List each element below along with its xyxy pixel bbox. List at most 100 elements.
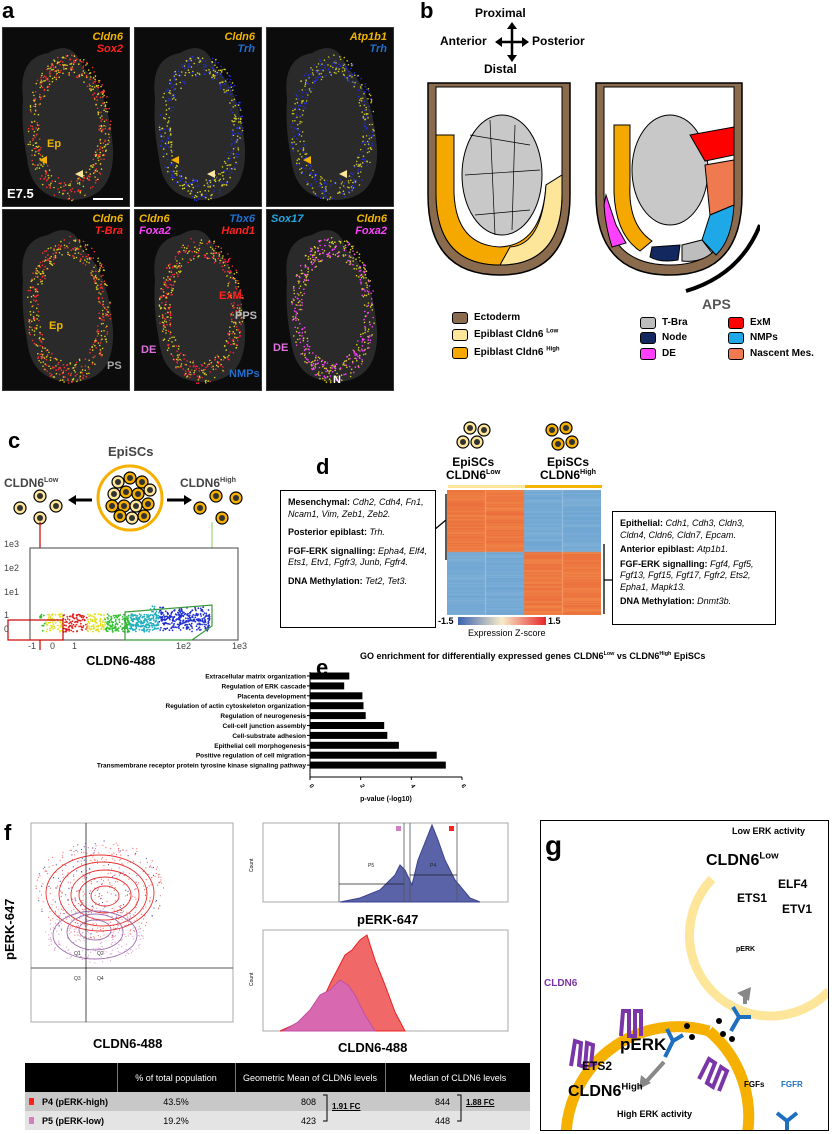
stage-label: E7.5 [7, 186, 34, 201]
x-tick-label: 1e3 [232, 641, 248, 651]
gene-label: Cldn6 [139, 213, 170, 225]
bar [310, 741, 399, 749]
gene-group: Posterior epiblast: Trh. [288, 527, 385, 537]
annotation-de: DE [141, 344, 157, 356]
x-tick-label: 4 [409, 784, 416, 790]
group-low-label: EpiSCs CLDN6Low [446, 455, 501, 482]
cldn6-stats-table: % of total population Geometric Mean of … [25, 1063, 530, 1130]
category-label: Positive regulation of cell migration [196, 753, 306, 760]
legend-node: Node [640, 332, 687, 344]
gene-label: Trh [237, 43, 255, 55]
header-pct: % of total population [116, 1063, 235, 1092]
high-cell-label: CLDN6High [568, 1081, 643, 1100]
x-tick-label: 1 [72, 641, 78, 651]
panel-g-label: g [545, 830, 563, 861]
category-label: Regulation of actin cytoskeleton organiz… [166, 703, 307, 710]
colorbar [458, 617, 546, 625]
legend-de: DE [640, 348, 676, 360]
go-chart-title: GO enrichment for differentially express… [360, 651, 706, 661]
p5-swatch [29, 1116, 34, 1124]
scatter-y-label: pERK-647 [2, 898, 17, 960]
category-label: Cell-cell junction assembly [223, 723, 307, 730]
legend-swatch [640, 317, 656, 329]
bar [310, 672, 350, 680]
annotation-n: N [333, 374, 341, 386]
fgf-ligands [684, 1018, 735, 1042]
panel-f-plots: Q1 Q2 Q3 Q4 P5 P4 Count Count [30, 822, 509, 1032]
annotation-ps: PS [107, 360, 122, 372]
legend-epiblast-cldn6: Epiblast Cldn6 High [452, 347, 560, 359]
category-label: Regulation of ERK cascade [221, 683, 306, 690]
gene-label: Sox17 [271, 213, 304, 225]
cell-cluster-icons [13, 464, 243, 532]
colorbar-min: -1.5 [438, 616, 454, 626]
episcs-title: EpiSCs [108, 444, 154, 459]
category-label: Extracellular matrix organization [205, 674, 306, 681]
legend-epiblast-cldn6: Epiblast Cldn6 Low [452, 329, 558, 341]
facs-x-label: CLDN6-488 [86, 653, 156, 668]
perk-big: pERK [620, 1035, 667, 1054]
annotation-nmps: NMPs [229, 368, 260, 380]
compass-posterior: Posterior [532, 34, 585, 48]
y-tick-label: 1 [4, 610, 10, 620]
hist-bottom-x-label: CLDN6-488 [338, 1040, 408, 1055]
legend-nascent-mes-: Nascent Mes. [728, 348, 814, 360]
gene-group: Mesenchymal: Cdh2, Cdh4, Fn1, Ncam1, Vim… [288, 497, 424, 519]
geo-fc: 1.91 FC [332, 1102, 361, 1111]
gate-p5: P5 [368, 863, 374, 869]
gene-label: Cldn6 [224, 31, 255, 43]
x-tick-label: -1 [28, 641, 37, 651]
bar [310, 761, 446, 769]
panel-c-label: c [8, 428, 21, 453]
hist-top-x-label: pERK-647 [357, 912, 419, 927]
group-high-bar [525, 485, 602, 488]
compass-distal: Distal [484, 62, 517, 76]
gate-p4: P4 [430, 863, 436, 869]
compass-anterior: Anterior [440, 34, 487, 48]
fgfr-legend: FGFR [781, 1080, 803, 1089]
bar [310, 731, 388, 739]
legend-swatch [728, 317, 744, 329]
quadrant-q3: Q3 [74, 976, 81, 982]
category-label: Epithelial cell morphogenesis [214, 743, 306, 750]
fgfs-legend: FGFs [744, 1080, 765, 1089]
quadrant-q4: Q4 [97, 976, 104, 982]
bar [310, 702, 364, 710]
quadrant-q1: Q1 [74, 951, 81, 957]
gene-label: Foxa2 [355, 225, 387, 237]
gene-label: Hand1 [221, 225, 255, 237]
gene-label: Atp1b1 [349, 31, 387, 43]
annotation-ep: Ep [47, 138, 62, 150]
legend-t-bra: T-Bra [640, 317, 688, 329]
gene-group: DNA Methylation: Tet2, Tet3. [288, 575, 408, 586]
bar [310, 712, 366, 720]
y-tick-label: 1e2 [4, 563, 20, 573]
cldn6-low-label: CLDN6Low [4, 475, 59, 490]
table-row: P5 (pERK-low) 19.2% 423 448 [25, 1111, 530, 1130]
category-label: Regulation of neurogenesis [220, 713, 306, 720]
model-diagram [560, 875, 828, 1130]
x-tick-label: 0 [50, 641, 56, 651]
y-tick-label: 0 [4, 624, 10, 634]
bar [310, 722, 385, 729]
compass-arrows-icon [495, 22, 529, 62]
colorbar-max: 1.5 [548, 616, 561, 626]
perk-arrow-icon [639, 1075, 651, 1089]
scatter-x-label: CLDN6-488 [93, 1036, 163, 1051]
header-median: Median of CLDN6 levels [384, 1063, 530, 1092]
high-cell-membrane [705, 1026, 755, 1130]
compass-proximal: Proximal [475, 6, 526, 20]
go-bar-chart: Extracellular matrix organizationRegulat… [97, 672, 467, 803]
low-cell-membrane [685, 875, 828, 1021]
panel-f-label: f [4, 820, 12, 845]
high-erk-activity: High ERK activity [617, 1109, 693, 1119]
gene-label: Cldn6 [92, 31, 123, 43]
group-high-label: EpiSCs CLDN6High [540, 455, 596, 482]
expression-heatmap [447, 490, 601, 615]
fgfr-icons [663, 1005, 799, 1130]
